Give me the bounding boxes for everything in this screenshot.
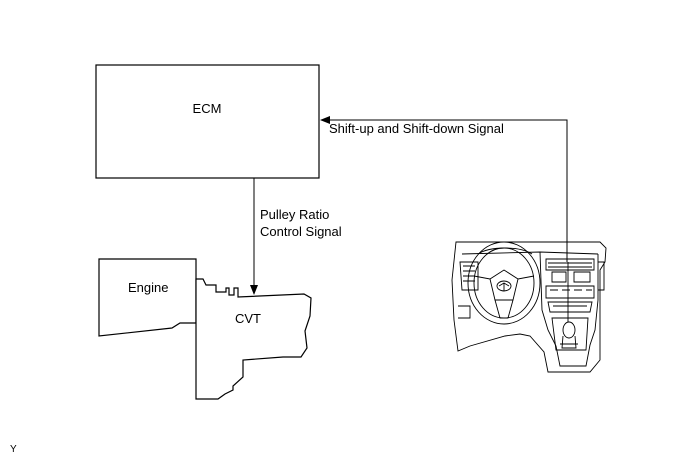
ecm-box: ECM (95, 64, 320, 179)
ecm-label: ECM (193, 101, 222, 116)
steering-wheel-icon (467, 241, 541, 325)
shift-signal-arrow (320, 116, 568, 262)
cvt-label: CVT (235, 311, 261, 326)
figure-id: Y (10, 444, 17, 455)
pulley-signal-label-line2: Control Signal (260, 224, 342, 239)
cvt-shape: CVT (195, 278, 312, 400)
gear-shifter-icon (560, 262, 578, 349)
engine-label: Engine (128, 280, 168, 295)
shift-signal-label: Shift-up and Shift-down Signal (329, 121, 504, 136)
dashboard-illustration (451, 241, 607, 373)
engine-shape: Engine (98, 258, 197, 337)
pulley-signal-label-line1: Pulley Ratio (260, 207, 329, 222)
